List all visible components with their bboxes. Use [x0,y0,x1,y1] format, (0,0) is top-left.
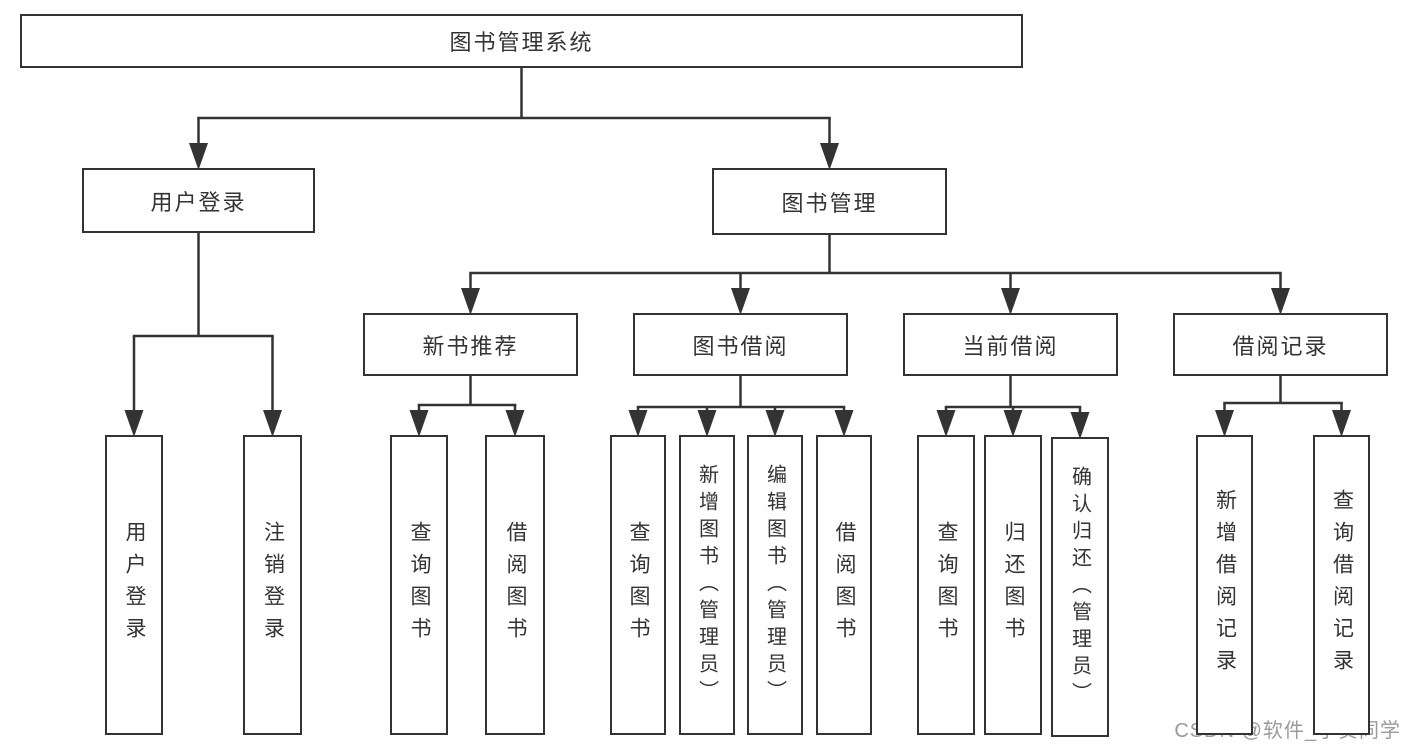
arrowhead-icon [834,410,854,437]
node-cur-return: 归还图书 [984,435,1042,735]
node-label: 图书管理 [781,190,878,216]
node-label: 用户登录 [123,521,146,649]
arrowhead-icon [1070,412,1090,439]
node-label: 编辑图书（管理员） [763,463,786,707]
arrowhead-icon [1332,410,1351,437]
arrowhead-icon [1003,410,1023,437]
node-cur-confirm: 确认归还（管理员） [1051,437,1109,737]
node-login-out: 注销登录 [243,435,302,735]
node-label: 借阅记录 [1232,333,1329,359]
node-recd-add: 新增借阅记录 [1196,435,1253,735]
arrowhead-icon [820,143,839,170]
arrowhead-icon [505,410,525,437]
arrowhead-icon [189,143,208,170]
node-borrow: 图书借阅 [633,313,848,376]
node-bor-query: 查询图书 [610,435,666,735]
node-label: 确认归还（管理员） [1068,465,1091,709]
node-label: 归还图书 [1002,521,1025,649]
node-label: 用户登录 [150,189,247,215]
node-label: 查询图书 [408,521,431,649]
node-label: 当前借阅 [962,333,1059,359]
node-rec-borrow: 借阅图书 [485,435,545,735]
arrowhead-icon [461,288,480,315]
node-label: 注销登录 [261,521,285,649]
node-label: 新书推荐 [422,333,519,359]
arrowhead-icon [936,410,956,437]
arrowhead-icon [124,410,144,437]
node-label: 借阅图书 [833,521,856,649]
node-label: 新增借阅记录 [1213,489,1237,681]
node-label: 查询借阅记录 [1330,489,1354,681]
arrowhead-icon [263,410,282,437]
node-login: 用户登录 [82,168,315,233]
node-bor-edit: 编辑图书（管理员） [747,435,803,735]
node-bor-add: 新增图书（管理员） [679,435,735,735]
arrowhead-icon [1001,288,1020,315]
arrowhead-icon [628,410,648,437]
node-recd-query: 查询借阅记录 [1313,435,1370,735]
node-label: 图书管理系统 [449,30,594,55]
node-label: 查询图书 [627,521,650,649]
node-current: 当前借阅 [903,313,1118,376]
node-bor-lend: 借阅图书 [816,435,872,735]
arrowhead-icon [1215,410,1234,437]
arrowhead-icon [697,410,717,437]
node-login-user: 用户登录 [105,435,163,735]
arrowhead-icon [1271,288,1290,315]
node-label: 借阅图书 [504,521,527,649]
node-label: 新增图书（管理员） [695,463,718,707]
node-label: 查询图书 [935,521,958,649]
node-rec-query: 查询图书 [390,435,448,735]
arrowhead-icon [409,410,429,437]
node-records: 借阅记录 [1173,313,1388,376]
node-root: 图书管理系统 [20,14,1023,68]
arrowhead-icon [765,410,785,437]
node-mgmt: 图书管理 [712,168,947,235]
node-label: 图书借阅 [692,333,789,359]
node-recommend: 新书推荐 [363,313,578,376]
node-cur-query: 查询图书 [917,435,975,735]
arrowhead-icon [731,288,750,315]
